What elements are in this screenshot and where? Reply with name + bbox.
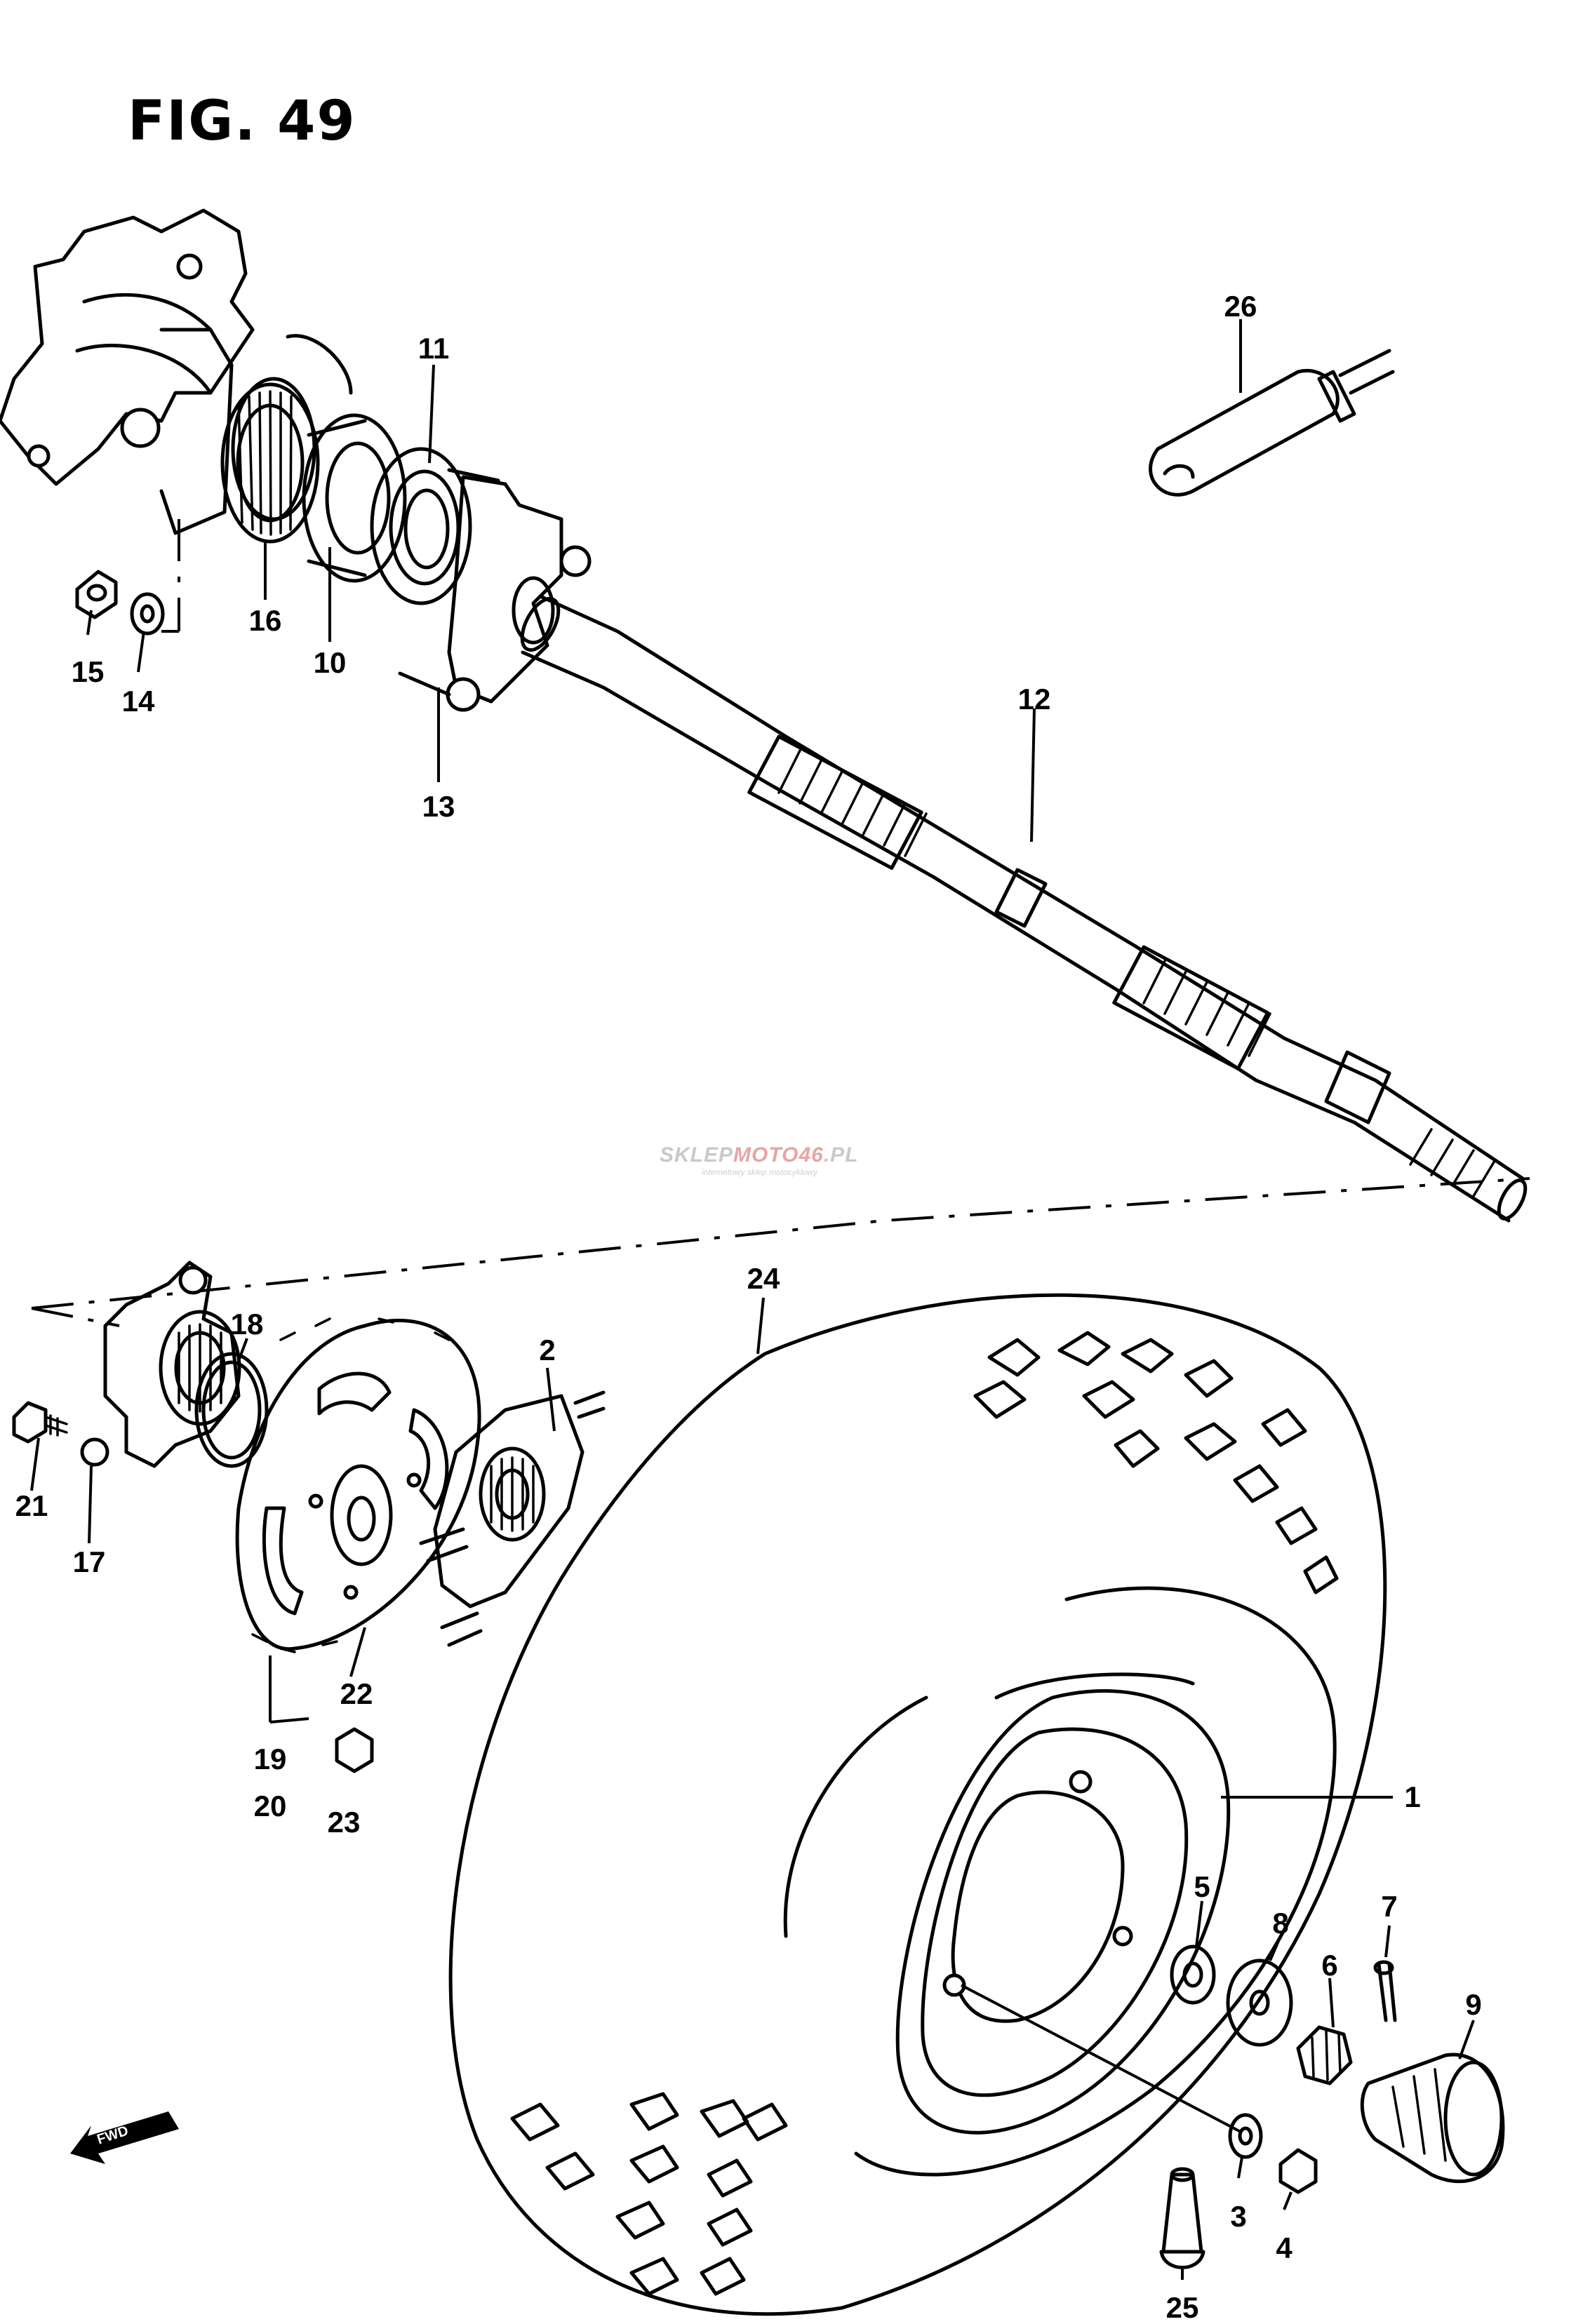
watermark-brand-suffix: .PL [823,1143,859,1167]
bearing-16 [220,382,320,544]
washer-8 [1226,1959,1293,2047]
part-label-12: 12 [1017,683,1051,716]
part-label-8: 8 [1272,1907,1289,1940]
watermark-brand-prefix: SKLEP [660,1143,734,1167]
washer-5 [1170,1944,1216,2005]
hub-flange [398,468,592,712]
part-label-10: 10 [313,646,347,679]
disc-19-20 [235,1317,481,1653]
part-label-6: 6 [1321,1949,1338,1982]
part-label-23: 23 [327,1806,361,1839]
part-label-22: 22 [340,1677,373,1710]
part-label-4: 4 [1276,2231,1293,2264]
valve-25 [1159,2167,1205,2269]
figure-title: FIG. 49 [128,90,356,153]
castle-nut-6 [1296,2025,1353,2085]
washer-3 [1228,2113,1263,2159]
part-label-19: 19 [253,1742,287,1775]
leader-lines [30,319,1475,2280]
watermark-brand-accent: MOTO46 [733,1143,824,1167]
part-label-25: 25 [1165,2291,1199,2324]
part-label-17: 17 [72,1545,106,1578]
bolt-21 [12,1401,68,1444]
nut-23 [335,1727,374,1773]
part-label-15: 15 [71,655,105,688]
nut-15 [75,570,118,619]
part-label-21: 21 [15,1489,48,1522]
part-label-5: 5 [1194,1870,1210,1903]
axle-housing [0,208,353,633]
part-label-13: 13 [422,790,455,823]
tool-26 [1149,349,1395,497]
watermark-tagline: internetowy sklep motocyklowy [702,1167,817,1177]
part-label-18: 18 [230,1308,264,1341]
cotter-pin-7 [1373,1960,1397,2022]
snap-ring-18 [194,1352,269,1468]
tire-24 [448,1293,1387,2316]
watermark-logo: SKLEPMOTO46.PL [660,1143,859,1167]
hub-2 [419,1390,606,1647]
nut-4 [1278,2148,1318,2194]
part-label-3: 3 [1230,2200,1247,2233]
part-label-11: 11 [418,332,450,365]
axle-shaft-12 [520,594,1528,1223]
part-label-14: 14 [121,685,155,718]
part-label-1: 1 [1404,1780,1421,1813]
assembly-line-lower [31,1307,120,1327]
wheel-rim-1 [895,1689,1231,2135]
part-label-26: 26 [1224,290,1257,323]
washer-14 [130,592,165,636]
part-label-2: 2 [539,1334,556,1366]
part-label-9: 9 [1465,1988,1482,2021]
part-label-20: 20 [253,1789,287,1822]
assembly-line [31,1177,1530,1310]
part-label-24: 24 [747,1262,780,1295]
part-label-7: 7 [1381,1890,1398,1923]
bearing-10 [302,413,407,583]
part-label-16: 16 [248,604,282,637]
fwd-arrow-icon [70,2111,179,2164]
hub-17 [80,1261,241,1468]
cap-9 [1360,2053,1505,2184]
